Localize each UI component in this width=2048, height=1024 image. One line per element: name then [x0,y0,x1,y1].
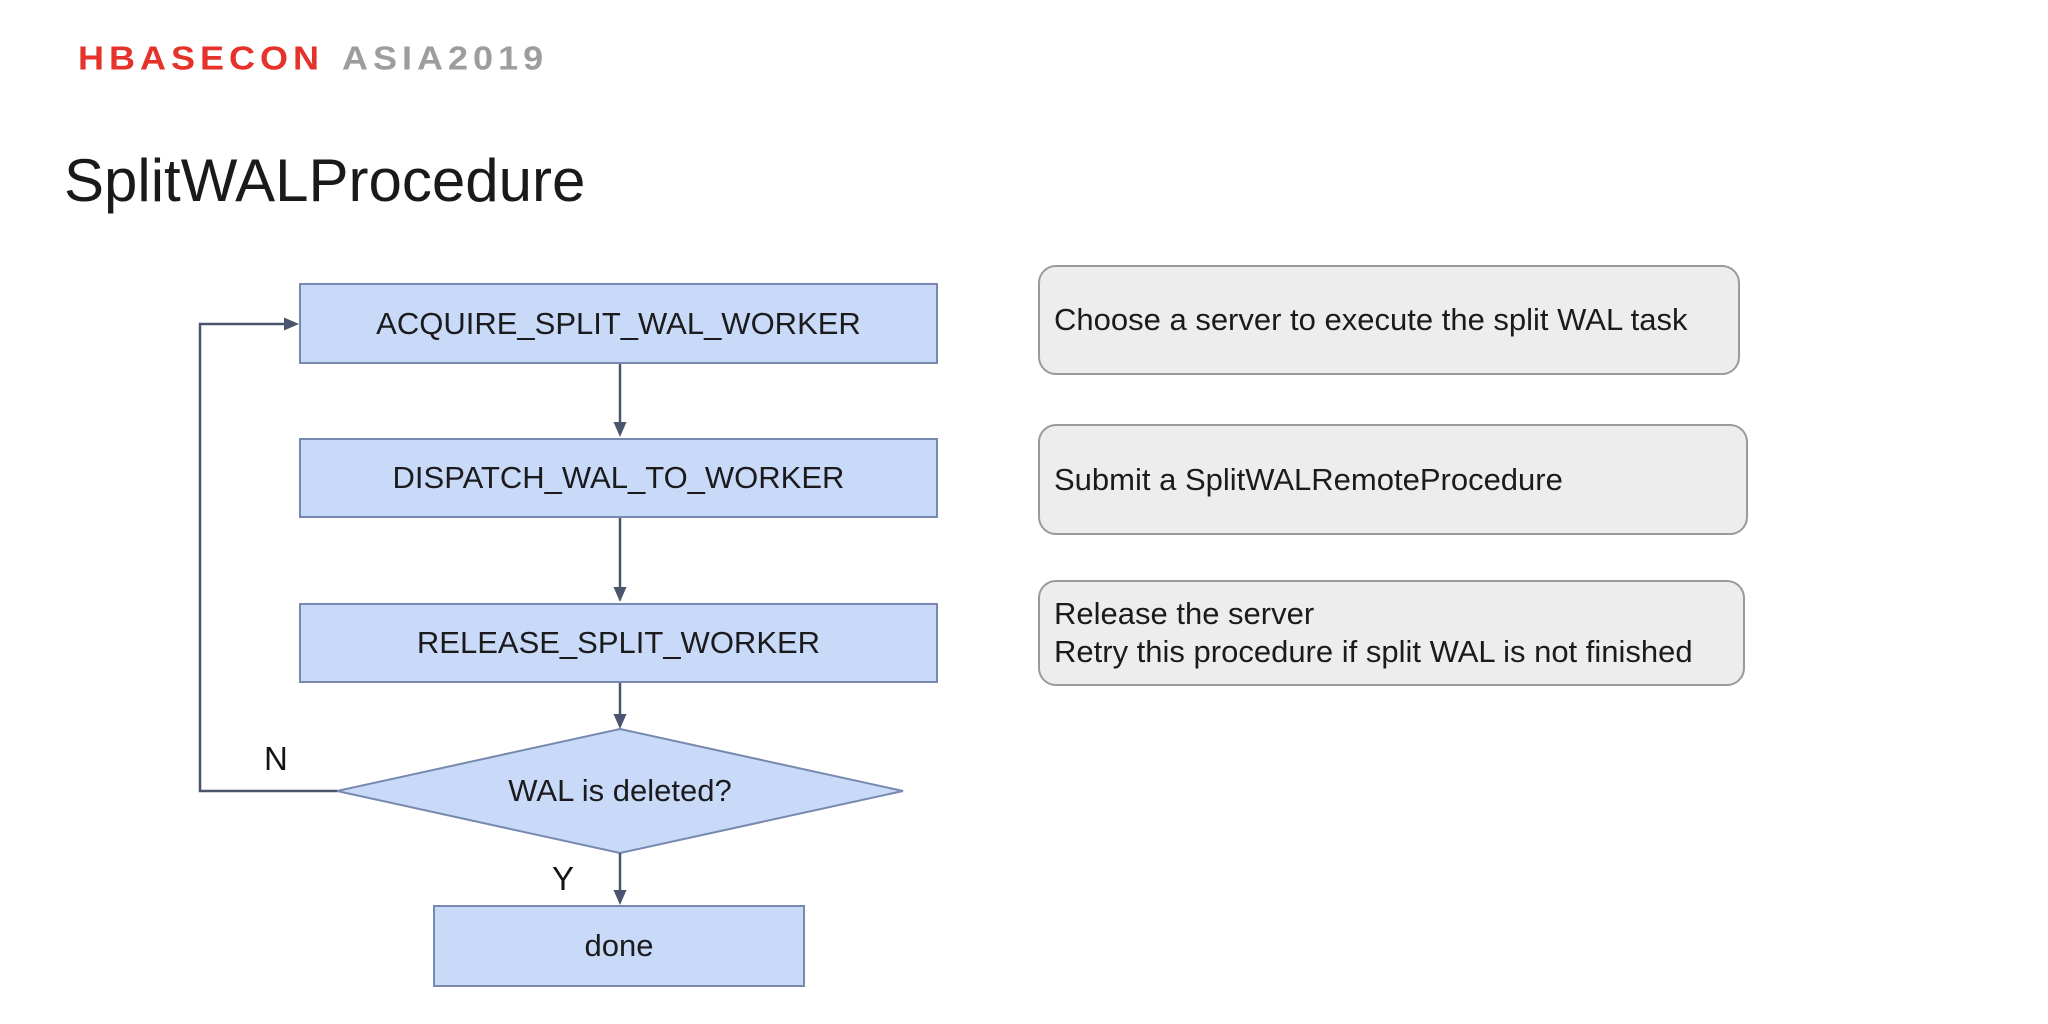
arrowhead-loop-back [284,317,299,331]
logo-text-asia2019: ASIA2019 [342,39,549,77]
flow-step-label: ACQUIRE_SPLIT_WAL_WORKER [376,305,861,341]
flow-step-release-split-worker: RELEASE_SPLIT_WORKER [299,603,938,683]
flow-step-label: DISPATCH_WAL_TO_WORKER [392,460,845,495]
decision-label: WAL is deleted? [508,773,732,808]
branch-label-no: N [264,740,288,777]
note-text: Submit a SplitWALRemoteProcedure [1054,461,1563,497]
flow-step-dispatch-wal-to-worker: DISPATCH_WAL_TO_WORKER [299,438,938,518]
note-text-line1: Release the server [1054,596,1315,631]
flow-terminal-done: done [433,905,805,987]
branch-label-yes: Y [552,860,575,897]
arrowhead-step3-decision [613,714,627,729]
flow-step-label: RELEASE_SPLIT_WORKER [416,625,821,660]
note-submit-remote-procedure: Submit a SplitWALRemoteProcedure [1038,424,1748,535]
flow-step-acquire-split-wal-worker: ACQUIRE_SPLIT_WAL_WORKER [299,283,938,364]
page-title: SplitWALProcedure [64,147,586,214]
note-choose-server: Choose a server to execute the split WAL… [1038,265,1740,375]
logo-text-hbasecon: HBASECON [78,39,325,77]
arrowhead-decision-done [613,890,627,905]
note-release-retry: Release the server Retry this procedure … [1038,580,1745,686]
note-text: Choose a server to execute the split WAL… [1054,302,1688,337]
arrowhead-step1-step2 [613,422,627,437]
connector-loop-back [198,322,337,793]
arrowhead-step2-step3 [613,587,627,602]
flow-terminal-label: done [584,928,654,963]
hbasecon-logo: HBASECON ASIA2019 [78,42,548,75]
note-text-line2: Retry this procedure if split WAL is not… [1054,634,1693,669]
